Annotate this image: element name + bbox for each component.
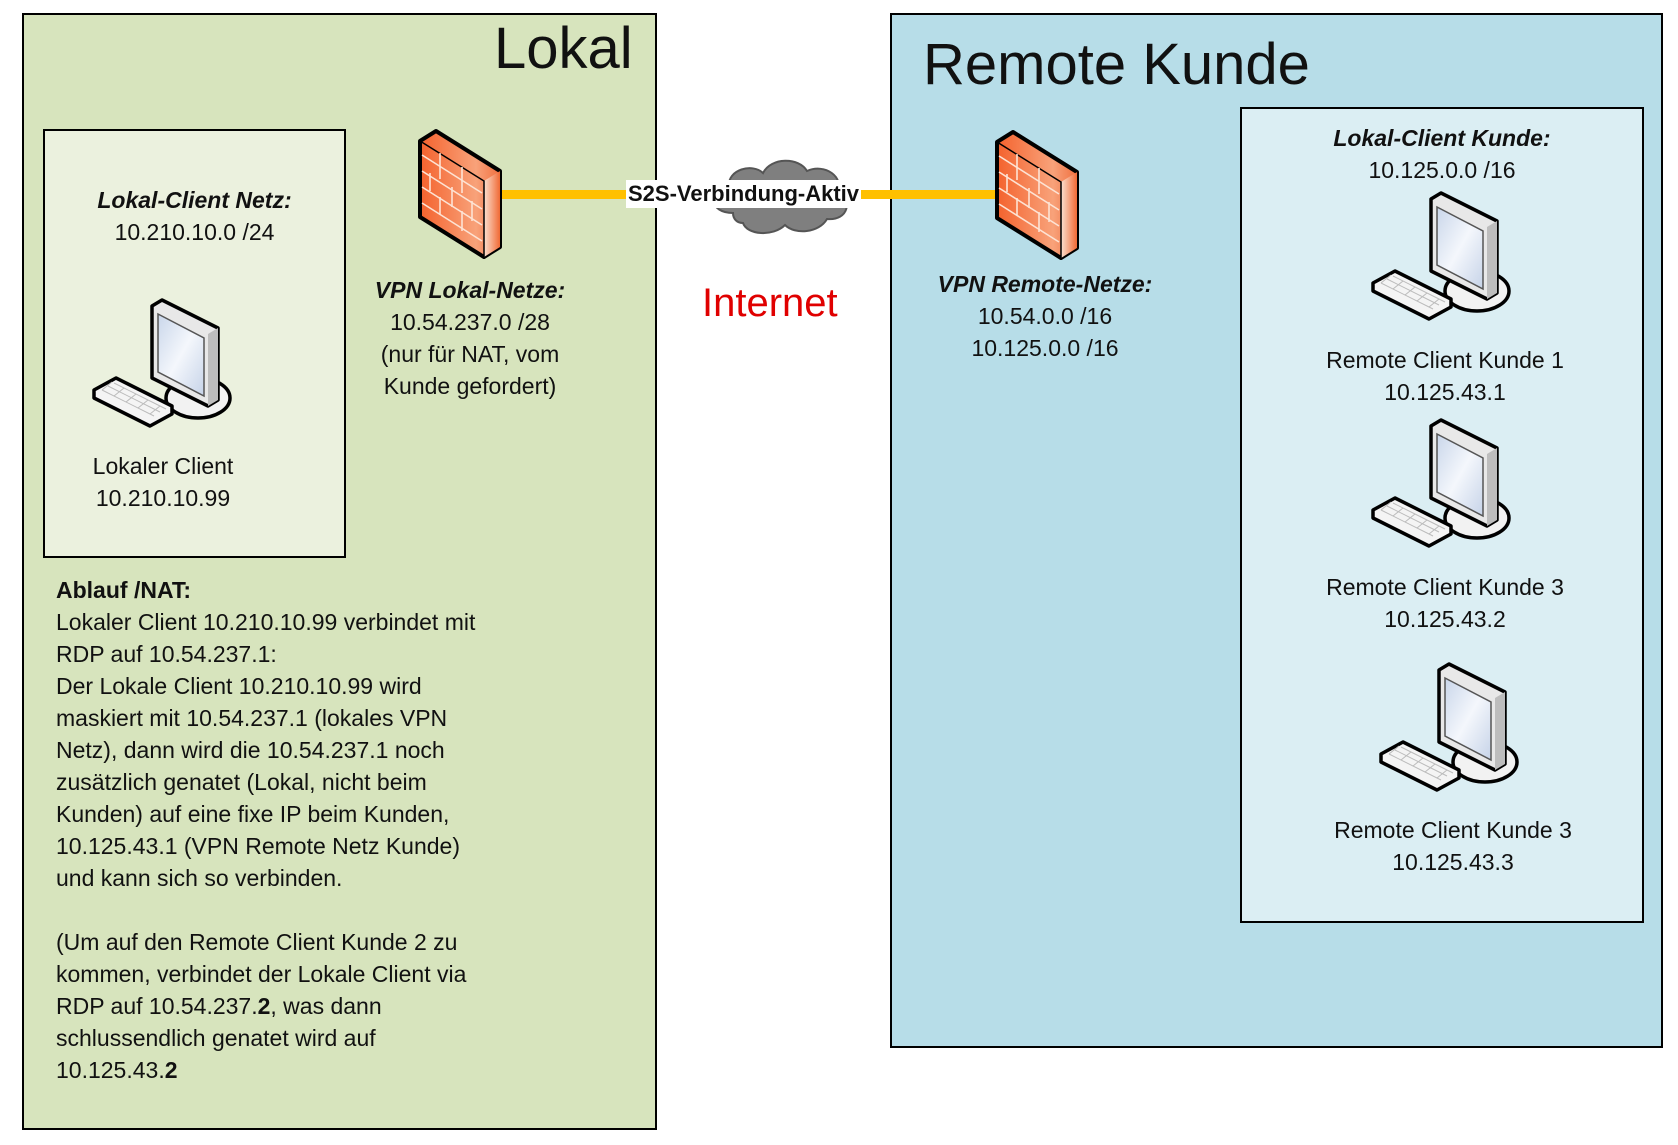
remote-client-name: Remote Client Kunde 1 xyxy=(1326,347,1564,373)
nat-line: maskiert mit 10.54.237.1 (lokales VPN xyxy=(56,705,448,731)
remote-client-ip: 10.125.43.3 xyxy=(1392,849,1514,875)
vpn-remote-netze-line: 10.54.0.0 /16 xyxy=(977,303,1113,329)
remote-client-name: Remote Client Kunde 3 xyxy=(1334,817,1572,843)
firewall-icon[interactable] xyxy=(991,126,1081,266)
lokal-client-subnet-heading: Lokal-Client Netz: xyxy=(97,187,292,213)
lokal-client-ip: 10.210.10.99 xyxy=(95,485,231,511)
nat-line: RDP auf 10.54.237.2, was dann xyxy=(56,990,576,1022)
nat-text: RDP auf 10.54.237. xyxy=(56,993,258,1019)
nat-line: schlussendlich genatet wird auf xyxy=(56,1025,376,1051)
zone-lokal-title: Lokal xyxy=(494,16,633,81)
nat-description: Ablauf /NAT: Lokaler Client 10.210.10.99… xyxy=(56,574,576,1086)
nat-bold-octet: 2 xyxy=(164,1057,178,1083)
vpn-lokal-netze-heading: VPN Lokal-Netze: xyxy=(374,277,566,303)
nat-line: Kunden) auf eine fixe IP beim Kunden, xyxy=(56,801,450,827)
workstation-icon[interactable] xyxy=(1369,418,1519,553)
s2s-tunnel-label: S2S-Verbindung-Aktiv xyxy=(626,180,862,208)
workstation-icon[interactable] xyxy=(1377,662,1527,797)
nat-heading: Ablauf /NAT: xyxy=(56,577,192,603)
vpn-remote-netze-label: VPN Remote-Netze: 10.54.0.0 /16 10.125.0… xyxy=(925,268,1165,364)
workstation-icon[interactable] xyxy=(90,298,240,433)
workstation-icon[interactable] xyxy=(1369,191,1519,326)
remote-client-subnet-network: 10.125.0.0 /16 xyxy=(1368,157,1516,183)
nat-text: , was dann xyxy=(270,993,382,1019)
remote-client-label: Remote Client Kunde 1 10.125.43.1 xyxy=(1300,344,1590,408)
lokal-client-subnet-label: Lokal-Client Netz: 10.210.10.0 /24 xyxy=(43,184,346,248)
vpn-lokal-netze-line: (nur für NAT, vom xyxy=(380,341,560,367)
nat-line: kommen, verbindet der Lokale Client via xyxy=(56,961,467,987)
nat-line: zusätzlich genatet (Lokal, nicht beim xyxy=(56,769,427,795)
lokal-client-name: Lokaler Client xyxy=(92,453,234,479)
nat-line: RDP auf 10.54.237.1: xyxy=(56,641,277,667)
lokal-client-subnet-network: 10.210.10.0 /24 xyxy=(114,219,275,245)
remote-client-subnet-heading: Lokal-Client Kunde: xyxy=(1333,125,1551,151)
s2s-tunnel-line xyxy=(869,190,1040,199)
vpn-lokal-netze-line: 10.54.237.0 /28 xyxy=(390,309,550,335)
firewall-icon[interactable] xyxy=(414,125,504,265)
remote-client-name: Remote Client Kunde 3 xyxy=(1326,574,1564,600)
nat-line: und kann sich so verbinden. xyxy=(56,865,343,891)
remote-client-ip: 10.125.43.1 xyxy=(1384,379,1506,405)
remote-client-subnet-label: Lokal-Client Kunde: 10.125.0.0 /16 xyxy=(1240,122,1644,186)
nat-line: (Um auf den Remote Client Kunde 2 zu xyxy=(56,929,458,955)
lokal-client-label: Lokaler Client 10.210.10.99 xyxy=(43,450,283,514)
vpn-remote-netze-line: 10.125.0.0 /16 xyxy=(971,335,1119,361)
remote-client-label: Remote Client Kunde 3 10.125.43.2 xyxy=(1300,571,1590,635)
nat-line: Netz), dann wird die 10.54.237.1 noch xyxy=(56,737,445,763)
nat-bold-octet: 2 xyxy=(257,993,271,1019)
nat-line: 10.125.43.2 xyxy=(56,1054,576,1086)
remote-client-label: Remote Client Kunde 3 10.125.43.3 xyxy=(1308,814,1598,878)
vpn-remote-netze-heading: VPN Remote-Netze: xyxy=(937,271,1153,297)
nat-text: 10.125.43. xyxy=(56,1057,165,1083)
nat-line: 10.125.43.1 (VPN Remote Netz Kunde) xyxy=(56,833,461,859)
nat-line: Der Lokale Client 10.210.10.99 wird xyxy=(56,673,422,699)
zone-remote-title: Remote Kunde xyxy=(923,32,1310,97)
remote-client-ip: 10.125.43.2 xyxy=(1384,606,1506,632)
internet-label: Internet xyxy=(702,281,838,325)
vpn-lokal-netze-line: Kunde gefordert) xyxy=(383,373,557,399)
vpn-lokal-netze-label: VPN Lokal-Netze: 10.54.237.0 /28 (nur fü… xyxy=(350,274,590,402)
nat-line: Lokaler Client 10.210.10.99 verbindet mi… xyxy=(56,609,476,635)
